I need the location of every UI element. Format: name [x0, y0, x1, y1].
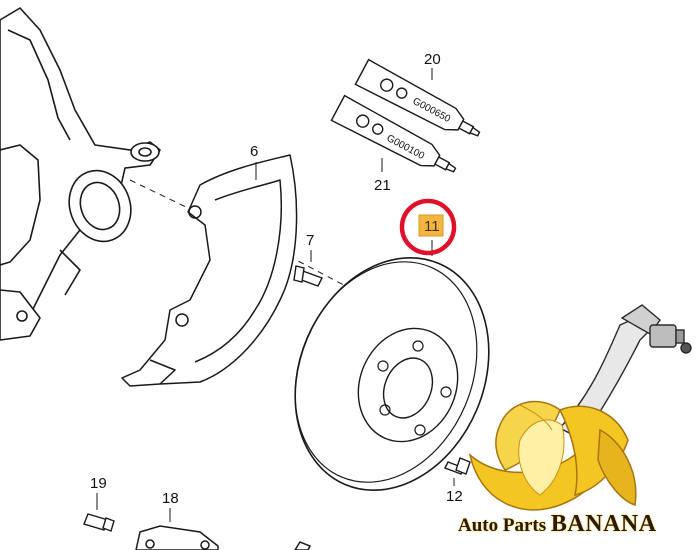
bracket-18: [135, 508, 312, 550]
callout-19: 19: [90, 475, 107, 492]
callout-11: 11: [424, 218, 440, 235]
steering-knuckle: [0, 7, 161, 341]
brand-part-1: Auto Parts: [458, 515, 551, 536]
callout-6: 6: [250, 143, 258, 160]
splash-shield: [121, 154, 298, 387]
brake-disc: [294, 257, 490, 491]
highlight-part-11: 11: [399, 198, 457, 256]
highlight-ring: [399, 198, 457, 256]
callout-12: 12: [446, 488, 463, 505]
bolt-7: [293, 250, 323, 287]
callout-18: 18: [162, 490, 179, 507]
banana-logo: [468, 304, 692, 511]
grease-tube-20: G000650: [354, 58, 481, 137]
callout-7: 7: [306, 232, 314, 249]
brand-wordmark: Auto Parts BANANA: [458, 511, 657, 538]
callout-21: 21: [374, 177, 391, 194]
callout-11-box: [418, 214, 444, 237]
bolt-12: [444, 457, 471, 486]
grease-tube-21: G000100: [330, 94, 457, 173]
callout-20: 20: [424, 51, 441, 68]
brand-part-2: BANANA: [550, 511, 657, 537]
bolt-19: [83, 493, 115, 532]
